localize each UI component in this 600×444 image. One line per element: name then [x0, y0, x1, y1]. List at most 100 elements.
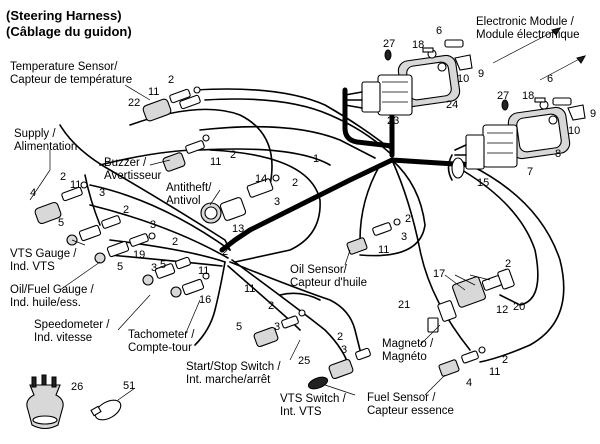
- callout-number: 9: [590, 108, 596, 120]
- callout-number: 2: [405, 213, 411, 225]
- label-oil-fuel-gauge-fr: Ind. huile/ess.: [10, 297, 81, 309]
- callout-number: 11: [70, 179, 81, 191]
- module-connector-23[interactable]: [344, 81, 381, 113]
- callout-number: 8: [555, 148, 561, 160]
- callout-number: 25: [298, 355, 310, 367]
- label-vts-switch-en: VTS Switch /: [280, 393, 347, 405]
- label-fuel-sensor-en: Fuel Sensor /: [367, 392, 436, 404]
- callout-number: 18: [522, 90, 534, 102]
- module-hardware-top: [384, 39, 473, 72]
- label-tachometer-fr: Compte-tour: [128, 342, 192, 354]
- callout-number: 18: [412, 39, 424, 51]
- callout-number: 22: [128, 97, 140, 109]
- callout-number: 2: [60, 171, 66, 183]
- callout-number: 15: [477, 177, 489, 189]
- callout-number: 27: [497, 90, 509, 102]
- callout-number: 3: [401, 231, 407, 243]
- callout-number: 5: [160, 259, 166, 271]
- callout-number: 20: [513, 301, 525, 313]
- label-tachometer-en: Tachometer /: [128, 329, 195, 341]
- callout-number: 11: [198, 265, 209, 277]
- label-electronic-module-fr: Module électronique: [476, 29, 580, 41]
- callout-number: 7: [527, 166, 533, 178]
- callout-number: 2: [337, 331, 343, 343]
- label-temperature-sensor-en: Temperature Sensor/: [10, 61, 118, 73]
- callout-number: 2: [268, 300, 274, 312]
- callout-number: 5: [58, 217, 64, 229]
- callout-number: 5: [236, 321, 242, 333]
- vts-switch-25[interactable]: [307, 347, 371, 391]
- label-supply-fr: Alimentation: [14, 141, 77, 153]
- antitheft-connector-13[interactable]: [200, 174, 280, 224]
- callout-number: 9: [478, 68, 484, 80]
- label-vts-gauge-en: VTS Gauge /: [10, 248, 77, 260]
- diagram-title: (Steering Harness): [6, 8, 122, 23]
- callout-number: 11: [210, 156, 221, 168]
- callout-number: 4: [30, 187, 36, 199]
- electronic-module-arrows: [492, 27, 587, 81]
- start-stop-switch-connector[interactable]: [253, 309, 306, 348]
- callout-number: 3: [99, 187, 105, 199]
- label-oil-sensor-en: Oil Sensor/: [290, 264, 348, 276]
- label-electronic-module-en: Electronic Module /: [476, 16, 575, 28]
- module-connector-7[interactable]: [454, 134, 485, 170]
- cable-tie-51[interactable]: [90, 387, 136, 424]
- speedometer-connector-19[interactable]: [142, 256, 191, 286]
- label-antitheft-en: Antitheft/: [166, 182, 212, 194]
- callout-number: 2: [292, 177, 298, 189]
- callout-number: 2: [168, 74, 174, 86]
- label-start-stop-fr: Int. marche/arrêt: [186, 374, 271, 386]
- label-oil-sensor-fr: Capteur d'huile: [290, 277, 367, 289]
- label-speedometer-en: Speedometer /: [34, 319, 110, 331]
- supply-connector-4[interactable]: [34, 181, 88, 225]
- label-vts-gauge-fr: Ind. VTS: [10, 261, 55, 273]
- diagram-subtitle: (Câblage du guidon): [6, 24, 132, 39]
- callout-numbers: 1 2 2 2 2 2 2 2 2 2 2 2 2 3 3 3 3 3 3 3 …: [30, 25, 596, 393]
- callout-number: 3: [274, 321, 280, 333]
- callout-number: 11: [148, 86, 159, 98]
- callout-number: 3: [274, 196, 280, 208]
- component-labels: Electronic Module / Module électronique …: [10, 16, 580, 418]
- label-supply-en: Supply /: [14, 128, 56, 140]
- callout-number: 6: [436, 25, 442, 37]
- label-fuel-sensor-fr: Capteur essence: [367, 405, 454, 417]
- callout-number: 3: [341, 344, 347, 356]
- buzzer-connector[interactable]: [162, 134, 210, 172]
- label-buzzer-fr: Avertisseur: [104, 170, 161, 182]
- label-start-stop-en: Start/Stop Switch /: [186, 361, 281, 373]
- callout-number: 14: [255, 173, 267, 185]
- callout-number: 51: [123, 380, 135, 392]
- tachometer-connector-16[interactable]: [170, 272, 210, 298]
- callout-number: 4: [466, 377, 472, 389]
- callout-number: 27: [383, 38, 395, 50]
- oil-sensor-connector[interactable]: [346, 218, 401, 255]
- leader-lines: [29, 84, 491, 396]
- callout-number: 2: [123, 204, 129, 216]
- callout-number: 24: [446, 99, 458, 111]
- callout-number: 2: [502, 354, 508, 366]
- harness-clamp-15: [447, 154, 465, 181]
- callout-number: 2: [505, 258, 511, 270]
- callout-number: 11: [489, 366, 500, 378]
- callout-number: 11: [378, 244, 389, 256]
- callout-number: 5: [117, 261, 123, 273]
- label-speedometer-fr: Ind. vitesse: [34, 332, 92, 344]
- callout-number: 3: [151, 262, 157, 274]
- fuel-sensor-connector[interactable]: [438, 346, 486, 377]
- label-temperature-sensor-fr: Capteur de température: [10, 74, 132, 86]
- temperature-sensor-22[interactable]: [142, 86, 201, 122]
- harness-wires: [59, 88, 565, 371]
- callout-number: 3: [150, 219, 156, 231]
- oil-fuel-gauge-connector[interactable]: [94, 232, 156, 264]
- callout-number: 16: [199, 294, 211, 306]
- magneto-connector[interactable]: [427, 268, 515, 333]
- callout-number: 10: [457, 73, 469, 85]
- grommet-26[interactable]: [26, 374, 64, 430]
- main-harness-trunk: [219, 87, 473, 253]
- callout-number: 12: [496, 304, 508, 316]
- callout-number: 2: [172, 236, 178, 248]
- callout-number: 10: [568, 125, 580, 137]
- callout-number: 19: [133, 249, 145, 261]
